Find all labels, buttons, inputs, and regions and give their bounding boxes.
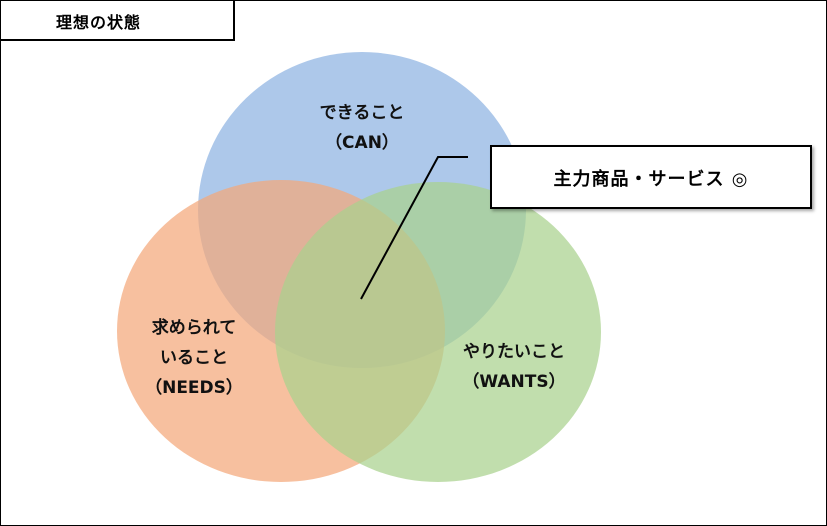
can-label: できること （CAN） bbox=[287, 99, 437, 159]
needs-label-line1: 求められて bbox=[151, 318, 237, 338]
needs-label-line2: いること bbox=[160, 347, 228, 368]
title-box: 理想の状態 bbox=[1, 1, 235, 41]
needs-label: 求められて いること （NEEDS） bbox=[129, 314, 259, 403]
callout-pointer-line bbox=[360, 156, 468, 300]
page-title: 理想の状態 bbox=[56, 13, 142, 32]
wants-label: やりたいこと （WANTS） bbox=[439, 338, 589, 398]
wants-label-line2: （WANTS） bbox=[462, 371, 566, 392]
callout-text: 主力商品・サービス ◎ bbox=[553, 169, 749, 190]
needs-label-line3: （NEEDS） bbox=[145, 377, 243, 398]
wants-label-line1: やりたいこと bbox=[463, 342, 565, 362]
callout-box: 主力商品・サービス ◎ bbox=[490, 145, 812, 209]
can-label-line2: （CAN） bbox=[325, 132, 399, 153]
can-label-line1: できること bbox=[319, 103, 405, 123]
wants-circle bbox=[275, 182, 601, 482]
